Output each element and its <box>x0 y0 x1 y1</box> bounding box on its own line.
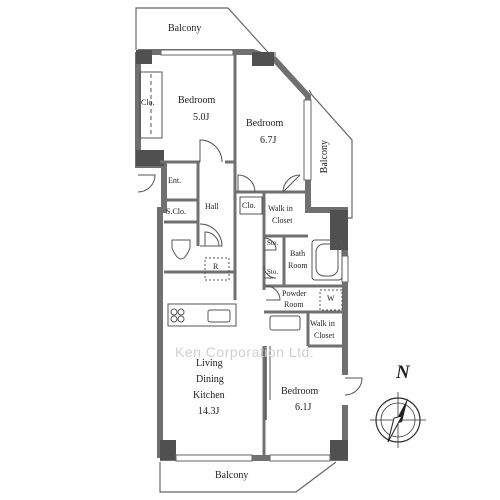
bathtub-inner <box>315 243 339 277</box>
label-bedroom-c-size: 6.1J <box>295 402 312 413</box>
label-fridge: R <box>213 262 219 271</box>
label-bedroom-c-name: Bedroom <box>281 386 319 397</box>
label-bedroom-b-name: Bedroom <box>246 118 284 129</box>
compass <box>370 392 426 448</box>
door-toilet <box>204 231 220 247</box>
balcony-outlines <box>135 7 353 493</box>
wall-west <box>135 52 167 458</box>
windows <box>160 49 349 462</box>
door-bedroom-b-2 <box>282 174 301 193</box>
label-bedroom-a-size: 5.0J <box>193 112 210 123</box>
washer-box <box>319 289 343 311</box>
label-storage-a: Sto. <box>267 239 279 247</box>
label-ldk-2: Dining <box>196 374 224 385</box>
door-storage-a <box>263 237 277 251</box>
bathtub <box>311 239 343 281</box>
stove-3 <box>170 315 178 323</box>
door-storage-b <box>263 265 277 279</box>
label-powder-2: Room <box>284 300 304 309</box>
doors <box>137 139 363 420</box>
powder-basin <box>269 315 301 331</box>
label-entrance: Ent. <box>168 176 182 185</box>
wall-south <box>160 405 348 461</box>
door-bedroom-a <box>199 139 223 163</box>
label-ldk-size: 14.3J <box>198 406 220 417</box>
label-walkin-a-2: Closet <box>272 216 293 225</box>
window-ldk <box>175 454 253 462</box>
compass-needle-south <box>387 415 403 443</box>
clo-b-box <box>239 196 263 215</box>
label-walkin-b-2: Closet <box>314 331 335 340</box>
interior-walls <box>160 52 345 458</box>
label-bedroom-a-name: Bedroom <box>178 95 216 106</box>
label-washer: W <box>327 294 335 303</box>
window-bath <box>341 255 349 283</box>
window-bedroom-c <box>269 454 331 462</box>
door-entrance <box>137 174 156 193</box>
column-sw <box>160 440 176 460</box>
column-w <box>136 150 164 166</box>
stove-4 <box>177 315 185 323</box>
label-balcony-top: Balcony <box>168 23 202 34</box>
column-nw <box>136 50 152 64</box>
label-powder-1: Powder <box>282 289 307 298</box>
label-storage-b: Sto. <box>267 268 279 276</box>
column-se <box>330 440 348 460</box>
kitchen-counter <box>167 303 237 327</box>
kitchen-sink <box>207 309 231 323</box>
door-hall <box>199 223 223 247</box>
column-n <box>252 52 274 66</box>
label-walkin-b-1: Walk in <box>310 319 335 328</box>
balcony-bottom-outline <box>159 461 337 493</box>
label-bath-2: Room <box>288 261 308 270</box>
watermark: Ken Corporation Ltd. <box>175 344 315 360</box>
label-ldk-1: Living <box>196 358 223 369</box>
columns <box>136 50 348 460</box>
window-bedroom-b <box>303 99 312 181</box>
balcony-right-outline <box>308 89 353 219</box>
closet-a-box <box>139 71 163 139</box>
label-closet-a: Clo. <box>141 98 155 107</box>
label-closet-b: Clo. <box>242 201 256 210</box>
door-bedroom-b-1 <box>237 174 256 193</box>
label-walkin-a-1: Walk in <box>268 204 293 213</box>
stove-2 <box>177 308 185 316</box>
label-ldk-3: Kitchen <box>193 390 225 401</box>
label-balcony-bottom: Balcony <box>215 470 249 481</box>
closet-a <box>139 71 163 139</box>
label-bath-1: Bath <box>290 249 306 258</box>
compass-north-label: N <box>396 362 410 383</box>
fridge-box <box>204 257 230 281</box>
label-shoe-closet: S.Clo. <box>166 207 187 216</box>
fixtures <box>167 196 343 331</box>
window-bedroom-a <box>160 49 234 56</box>
label-balcony-right: Balcony <box>319 140 330 174</box>
label-hall: Hall <box>205 202 219 211</box>
door-balcony-east <box>344 377 363 396</box>
stove-1 <box>170 308 178 316</box>
label-bedroom-b-size: 6.7J <box>260 135 277 146</box>
toilet <box>171 239 191 260</box>
door-powder <box>265 285 281 301</box>
